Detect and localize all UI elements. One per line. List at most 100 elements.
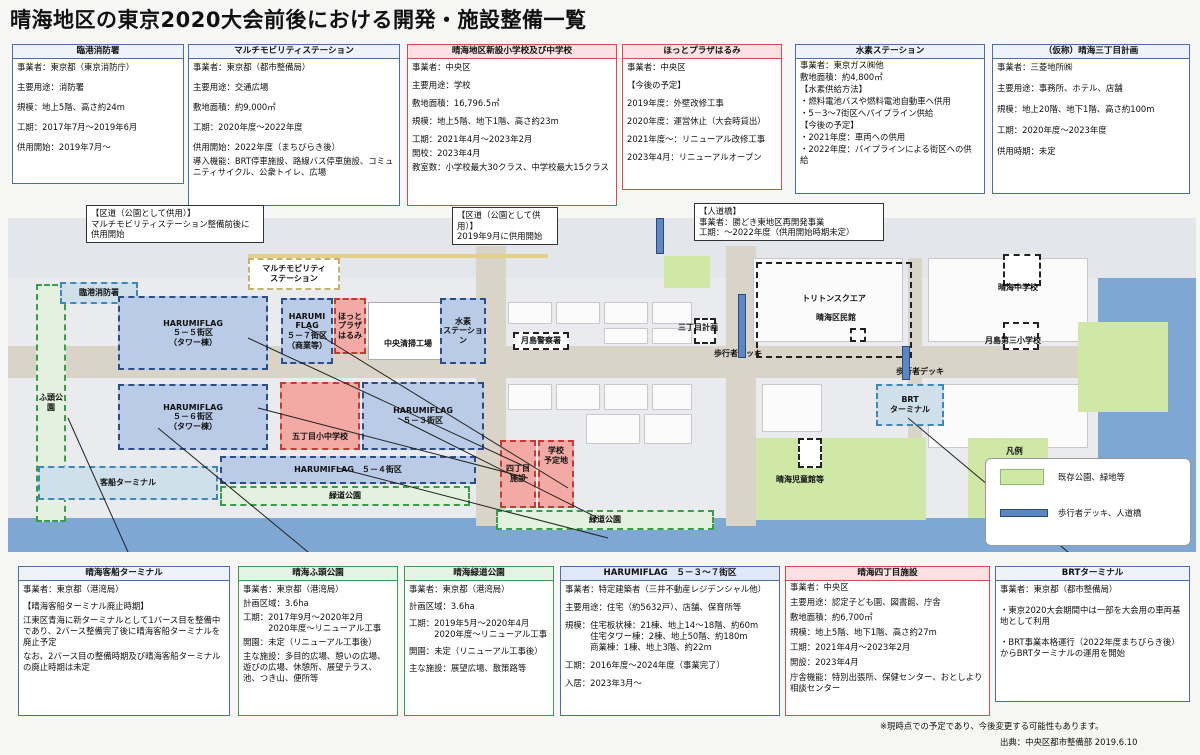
brt-terminal-area: BRT ターミナル [876, 384, 944, 426]
jidokan-area [798, 438, 822, 468]
ryokudo-park-area: 緑道公園 [496, 510, 714, 530]
city-block [762, 384, 822, 432]
box-line: 事業者：東京都（都市整備局） [1000, 584, 1118, 595]
box-title: マルチモビリティステーション [189, 45, 399, 60]
city-block [508, 384, 552, 410]
triton-area: トリトンスクエア [756, 262, 912, 358]
pedestrian-deck-label: 歩行者デッキ [896, 367, 944, 376]
box-line: 開校：2023年4月 [412, 147, 481, 158]
harumi-jhs-area [1003, 254, 1041, 286]
city-block [652, 384, 692, 410]
box-line: 主要用途：消防署 [17, 82, 84, 93]
box-line: 規模：地上5階、地下1階、高さ約23m [412, 115, 559, 126]
info-box-hotto-plaza: ほっとプラザはるみ 事業者：中央区 【今後の予定】 2019年度：外壁改修工事 … [622, 44, 782, 190]
box-line: ・BRT事業本格運行（2022年度まちびらき後）からBRTターミナルの運用を開始 [1000, 636, 1180, 658]
box-line: 【水素供給方法】 [800, 84, 867, 95]
police-area: 月島警察署 [513, 332, 569, 350]
leader-lines [67, 327, 1069, 552]
box-line: 供用時期：未定 [997, 145, 1056, 156]
box-line: 【晴海客船ターミナル廃止時期】 [23, 601, 149, 612]
box-line: 江東区青海に新ターミナルとして1バース目を整備中であり、2バース整備完了後に晴海… [23, 615, 221, 647]
box-line: 【今後の予定】 [800, 119, 859, 130]
box-line: ・5－3～7街区へパイプライン供給 [800, 107, 934, 118]
area-label: HARUMI FLAG ５－７街区 （商業等） [287, 311, 327, 350]
city-block [604, 384, 648, 410]
area-label: マルチモビリティ ステーション [262, 264, 326, 283]
harumi-jhs-label: 晴海中学校 [998, 283, 1038, 292]
box-line: 計画区域：3.6ha [243, 598, 309, 609]
legend-deck-swatch [1000, 509, 1048, 517]
footer-source: 出典：中央区都市整備部 2019.6.10 [1000, 737, 1138, 747]
info-box-harumi4-facility: 晴海四丁目施設 事業者：中央区 主要用途：認定子ども園、図書館、庁舎 敷地面積：… [785, 566, 990, 716]
box-line: 規模：地上5階、地下1階、高さ約27m [790, 626, 937, 637]
box-line: 工期：2019年5月～2020年4月 2020年度～リニューアル工事 [409, 618, 548, 639]
info-box-ryokudo-park: 晴海緑道公園 事業者：東京都（港湾局） 計画区域：3.6ha 工期：2019年5… [404, 566, 554, 716]
box-title: ほっとプラザはるみ [623, 45, 781, 60]
info-box-cruise-terminal: 晴海客船ターミナル 事業者：東京都（港湾局） 【晴海客船ターミナル廃止時期】 江… [18, 566, 230, 716]
site-map: ふ頭公園 臨港消防署 マルチモビリティ ステーション HARUMIFLAG ５－… [8, 218, 1196, 552]
city-block [508, 302, 552, 324]
city-block [644, 414, 692, 444]
box-line: 主要用途：事務所、ホテル、店舗 [997, 83, 1123, 94]
area-label: ほっと プラザ はるみ [338, 311, 362, 340]
box-line: 規模：地上5階、高さ約24m [17, 102, 125, 113]
box-line: 2019年度：外壁改修工事 [627, 98, 724, 109]
map-legend: 凡例 既存公園、緑地等 歩行者デッキ、人道橋 [985, 446, 1191, 546]
box-line: 2020年度：運営休止（大会時貸出） [627, 115, 766, 126]
hf56-area: HARUMIFLAG ５－６街区 （タワー棟） [118, 384, 268, 450]
box-line: 事業者：東京都（港湾局） [243, 584, 344, 595]
info-box-harumiflag-53-57: HARUMIFLAG ５－３～７街区 事業者：特定建築者（三井不動産レジデンシャ… [560, 566, 780, 716]
box-line: ・2021年度：車両への供用 [800, 131, 906, 142]
seiso-factory: 中央清掃工場 [368, 302, 448, 360]
sanchome-label: 三丁目計画 [678, 323, 718, 332]
city-block [604, 328, 648, 344]
box-line: なお、2バース目の整備時期及び晴海客船ターミナルの廃止時期は未定 [23, 650, 221, 672]
city-block [753, 258, 903, 342]
city-block [604, 302, 648, 324]
hf57-area: HARUMI FLAG ５－７街区 （商業等） [281, 298, 333, 364]
legend-label: 歩行者デッキ、人道橋 [1058, 508, 1142, 518]
area-label: 月島警察署 [521, 336, 561, 346]
area-label: HARUMIFLAG ５－５街区 （タワー棟） [163, 318, 223, 347]
box-line: ・燃料電池バスや燃料電池自動車へ供用 [800, 95, 951, 106]
box-line: 2023年4月：リニューアルオープン [627, 151, 762, 162]
box-line: 開園：未定（リニューアル工事後） [409, 645, 543, 656]
ward-road-park [248, 254, 548, 258]
harumi-kumin-area [850, 328, 866, 342]
info-box-harumi3-plan: （仮称）晴海三丁目計画 事業者：三菱地所㈱ 主要用途：事務所、ホテル、店舗 規模… [992, 44, 1190, 194]
box-line: 規模：地上20階、地下1階、高さ約100m [997, 104, 1155, 115]
city-block [652, 302, 692, 324]
cruise-terminal-area: 客船ターミナル [38, 466, 218, 500]
box-line: 主要用途：学校 [412, 80, 471, 91]
existing-park [1078, 322, 1168, 412]
box-line: 事業者：特定建築者（三井不動産レジデンシャル他） [565, 584, 766, 595]
hotto-plaza-area: ほっと プラザ はるみ [334, 298, 366, 354]
area-label: 緑道公園 [329, 491, 361, 501]
box-title: 水素ステーション [796, 45, 984, 60]
city-block [586, 414, 640, 444]
info-box-multimobility: マルチモビリティステーション 事業者：東京都（都市整備局） 主要用途：交通広場 … [188, 44, 400, 206]
box-line: 【今後の予定】 [627, 80, 686, 91]
box-line: 事業者：中央区 [790, 582, 849, 593]
info-box-new-school: 晴海地区新設小学校及び中学校 事業者：中央区 主要用途：学校 敷地面積：16,7… [407, 44, 617, 206]
box-line: 事業者：中央区 [627, 62, 686, 73]
box-line: 工期：2020年度～2022年度 [193, 121, 303, 132]
note-pedestrian-bridge: 【人道橋】 事業者：勝どき東地区再開発事業 工期：～2022年度（供用開始時期未… [694, 203, 884, 241]
area-label: トリトンスクエア [802, 294, 866, 303]
footer-note: ※現時点での予定であり、今後変更する可能性もあります。 [880, 721, 1104, 731]
box-title: 晴海客船ターミナル [19, 567, 229, 582]
area-label: ふ頭公園 [39, 393, 63, 412]
box-line: 開園：未定（リニューアル工事後） [243, 636, 377, 647]
pedestrian-deck-icon [902, 346, 910, 380]
pedestrian-deck-icon [738, 294, 746, 358]
area-label: 五丁目小中学校 [292, 432, 348, 442]
legend-label: 既存公園、緑地等 [1058, 472, 1125, 482]
city-block [556, 302, 600, 324]
box-line: 事業者：東京都（港湾局） [23, 584, 124, 595]
box-title: BRTターミナル [996, 567, 1189, 582]
box-line: 計画区域：3.6ha [409, 601, 475, 612]
note-ward-road-1: 【区道（公園として供用）】 マルチモビリティステーション整備前後に 供用開始 [86, 205, 264, 243]
area-label: HARUMIFLAG ５－４街区 [294, 465, 402, 475]
area-label: 中央清掃工場 [384, 339, 432, 349]
box-line: 供用開始：2019年7月～ [17, 141, 111, 152]
